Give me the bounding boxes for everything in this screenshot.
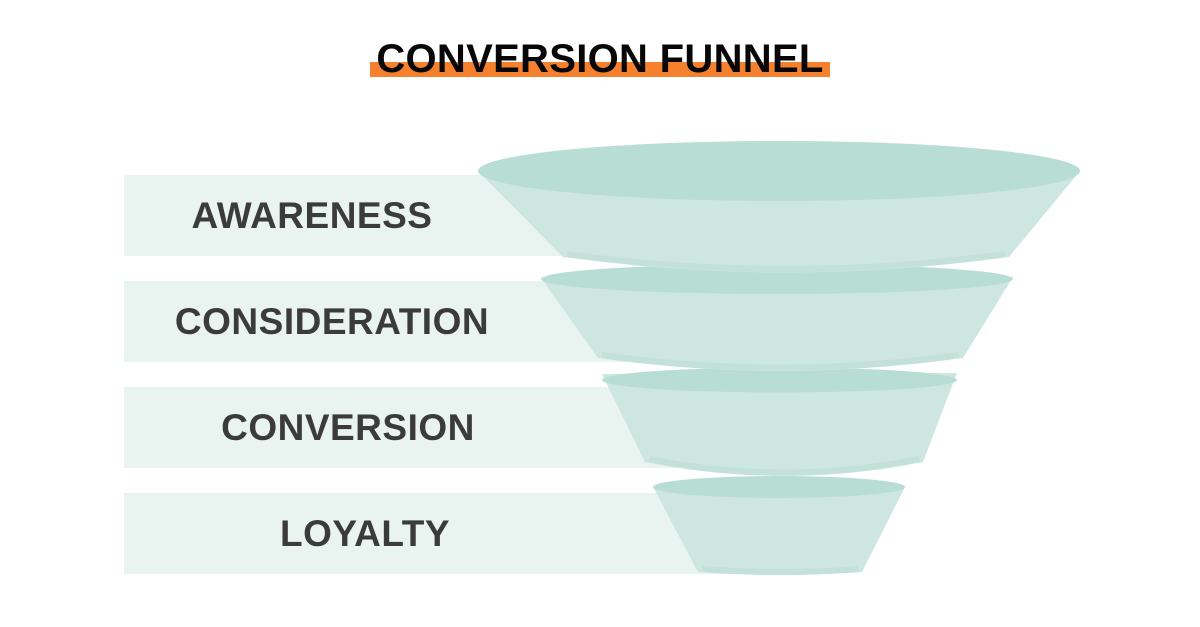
funnel-segment-conversion	[602, 367, 957, 476]
funnel-segment-3-lip	[648, 456, 920, 476]
page-title: CONVERSION FUNNEL	[376, 37, 824, 81]
title-highlight-bar	[370, 62, 830, 77]
title-block: CONVERSION FUNNEL	[0, 37, 1200, 81]
stage-label: LOYALTY	[279, 512, 451, 554]
funnel-segment-3-top	[602, 367, 957, 393]
funnel-graphic	[478, 141, 1080, 575]
title-wrap: CONVERSION FUNNEL	[370, 37, 830, 90]
funnel-segment-loyalty	[653, 476, 905, 575]
stage-label: AWARENESS	[191, 194, 433, 236]
funnel-segment-2-lip	[601, 352, 960, 371]
funnel-segment-4-lip	[701, 566, 859, 575]
funnel-segment-awareness	[478, 141, 1080, 273]
funnel-segment-3-body	[602, 373, 957, 476]
funnel-segment-1-lip	[566, 251, 1006, 272]
funnel-segment-2-body	[541, 277, 1013, 371]
stage-label: CONVERSION	[221, 406, 475, 448]
funnel-segment-consideration	[541, 264, 1013, 371]
stage-label: CONSIDERATION	[174, 300, 490, 342]
funnel-segment-2-top	[541, 264, 1013, 294]
funnel-segment-4-top	[653, 476, 905, 498]
funnel-segment-1-top	[478, 141, 1080, 201]
funnel-segment-4-body	[653, 487, 905, 575]
